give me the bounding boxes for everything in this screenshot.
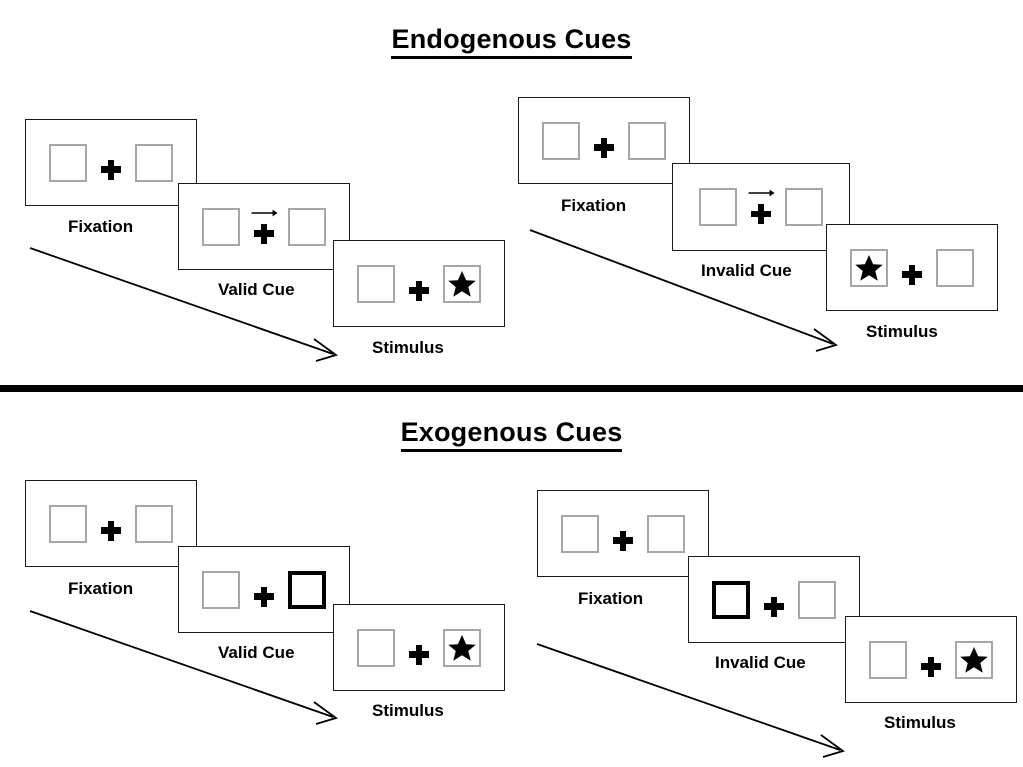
trial-frame-valid-cue[interactable]	[178, 546, 350, 633]
exogenous-title-text: Exogenous Cues	[400, 417, 623, 452]
fixation-cross	[100, 146, 122, 180]
frame-caption-stimulus: Stimulus	[372, 701, 444, 720]
frame-content	[49, 143, 173, 182]
frame-content	[712, 580, 836, 619]
fixation-cross	[253, 573, 275, 607]
trial-frame-stimulus[interactable]	[845, 616, 1017, 703]
frame-caption-valid-cue: Valid Cue	[218, 280, 295, 299]
right-placeholder-box	[647, 514, 685, 553]
star-icon	[960, 646, 988, 673]
right-placeholder-box	[135, 143, 173, 182]
arrow-right-icon	[251, 209, 278, 216]
frame-caption-stimulus: Stimulus	[866, 322, 938, 341]
frame-content	[869, 640, 993, 679]
frame-caption-fixation: Fixation	[561, 196, 627, 215]
page-title-exogenous: Exogenous Cues	[0, 417, 1023, 452]
frame-caption-invalid-cue: Invalid Cue	[701, 261, 792, 280]
frame-content	[202, 207, 326, 246]
right-placeholder-box	[798, 580, 836, 619]
frame-caption-valid-cue: Valid Cue	[218, 643, 295, 662]
right-cue-box	[288, 570, 326, 609]
time-arrow-icon	[29, 610, 338, 725]
left-placeholder-box	[202, 207, 240, 246]
fixation-cross-with-cue	[748, 189, 775, 224]
frame-caption-fixation: Fixation	[68, 217, 134, 236]
left-target-box	[850, 248, 888, 287]
left-placeholder-box	[357, 628, 395, 667]
frame-content	[49, 504, 173, 543]
fixation-cross	[100, 507, 122, 541]
arrow-right-icon	[748, 189, 775, 197]
frame-content	[202, 570, 326, 609]
left-placeholder-box	[869, 640, 907, 679]
right-placeholder-box	[628, 121, 666, 160]
trial-frame-fixation[interactable]	[518, 97, 690, 184]
frame-content	[850, 248, 974, 287]
trial-frame-stimulus[interactable]	[333, 604, 505, 691]
left-placeholder-box	[561, 514, 599, 553]
fixation-cross-with-cue	[251, 209, 278, 244]
frame-content	[357, 264, 481, 303]
right-placeholder-box	[288, 207, 326, 246]
frame-caption-invalid-cue: Invalid Cue	[715, 653, 806, 672]
trial-frame-invalid-cue[interactable]	[688, 556, 860, 643]
frame-caption-stimulus: Stimulus	[372, 338, 444, 357]
fixation-cross	[408, 631, 430, 665]
right-placeholder-box	[936, 248, 974, 287]
star-icon	[855, 254, 883, 281]
trial-frame-invalid-cue[interactable]	[672, 163, 850, 251]
left-placeholder-box	[202, 570, 240, 609]
fixation-cross	[763, 583, 785, 617]
trial-frame-stimulus[interactable]	[826, 224, 998, 311]
fixation-cross	[920, 643, 942, 677]
right-placeholder-box	[135, 504, 173, 543]
frame-content	[699, 188, 823, 226]
page-title-endogenous: Endogenous Cues	[0, 24, 1023, 59]
frame-caption-fixation: Fixation	[578, 589, 644, 608]
star-icon	[448, 634, 476, 661]
fixation-cross	[901, 251, 923, 285]
time-arrow-icon	[529, 229, 838, 352]
frame-caption-fixation: Fixation	[68, 579, 134, 598]
left-placeholder-box	[357, 264, 395, 303]
fixation-cross	[408, 267, 430, 301]
left-cue-box	[712, 580, 750, 619]
frame-caption-stimulus: Stimulus	[884, 713, 956, 732]
right-target-box	[443, 264, 481, 303]
left-placeholder-box	[49, 143, 87, 182]
section-divider	[0, 385, 1023, 392]
trial-frame-valid-cue[interactable]	[178, 183, 350, 270]
right-target-box	[443, 628, 481, 667]
fixation-cross	[612, 517, 634, 551]
left-placeholder-box	[542, 121, 580, 160]
frame-content	[561, 514, 685, 553]
time-arrow-icon	[29, 247, 338, 362]
frame-content	[357, 628, 481, 667]
trial-frame-fixation[interactable]	[25, 480, 197, 567]
right-placeholder-box	[785, 188, 823, 226]
right-target-box	[955, 640, 993, 679]
time-arrow-icon	[536, 643, 845, 758]
left-placeholder-box	[49, 504, 87, 543]
trial-frame-fixation[interactable]	[537, 490, 709, 577]
endogenous-title-text: Endogenous Cues	[391, 24, 632, 59]
trial-frame-fixation[interactable]	[25, 119, 197, 206]
left-placeholder-box	[699, 188, 737, 226]
frame-content	[542, 121, 666, 160]
star-icon	[448, 270, 476, 297]
trial-frame-stimulus[interactable]	[333, 240, 505, 327]
fixation-cross	[593, 124, 615, 158]
